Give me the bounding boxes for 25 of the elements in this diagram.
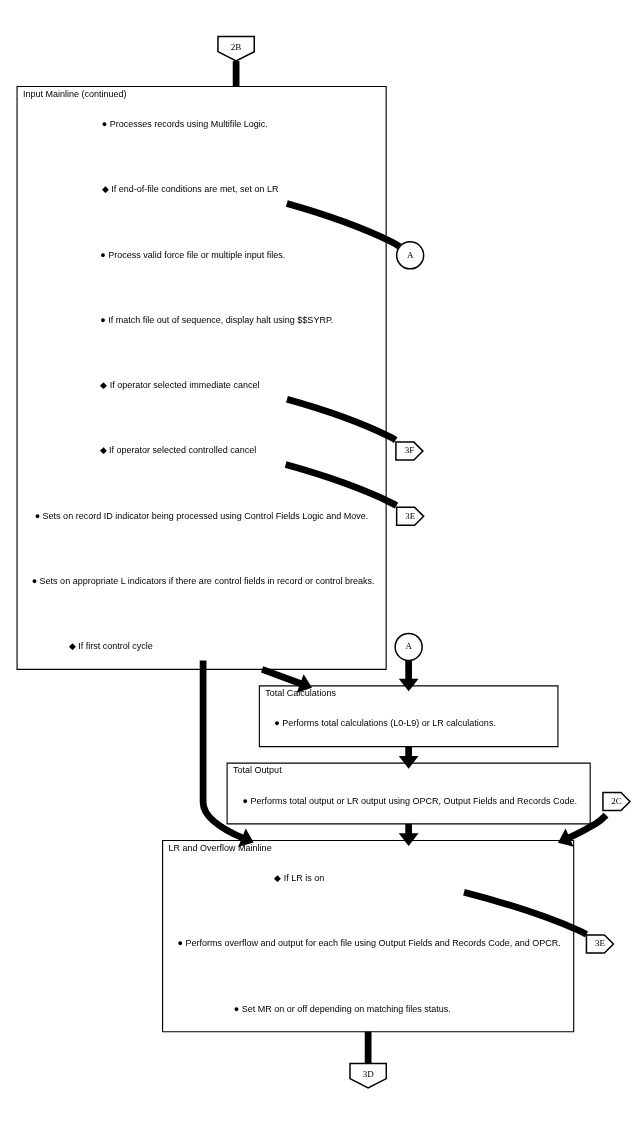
connector [463, 888, 589, 938]
node-text: ● Sets on appropriate L indicators if there are control fields in record or control breaks. [31, 575, 375, 586]
arrow [199, 660, 254, 847]
node-circle: A [395, 241, 425, 270]
node-text: ● Process valid force file or multiple input files. [100, 249, 286, 260]
node-text: ● Performs overflow and output for each file using Output Fields and Records Code, and OPCR. [177, 938, 561, 949]
node-text: ◆ If operator selected controlled cancel [99, 445, 257, 456]
node-text: ● Performs total calculations (L0-L9) or LR calculations. [274, 718, 496, 729]
connector [286, 396, 398, 443]
node-circle: A [394, 632, 423, 662]
arrow [398, 660, 419, 692]
node-text: ◆ If first control cycle [68, 641, 153, 652]
connector [284, 461, 399, 509]
connector [364, 1031, 372, 1064]
node-text: ● Performs total output or LR output using OPCR, Output Fields and Records Code. [242, 795, 578, 806]
node-text: ● Processes records using Multifile Logic. [101, 119, 268, 130]
connector [285, 200, 402, 250]
node-text: ● Sets on record ID indicator being processed using Control Fields Logic and Move. [34, 510, 369, 521]
arrow [558, 812, 609, 847]
node-text: ● Set MR on or off depending on matching files status. [233, 1003, 451, 1014]
arrow [260, 666, 312, 693]
node-text: ◆ If end-of-file conditions are met, set on LR [101, 184, 279, 195]
node-text: ◆ If operator selected immediate cancel [100, 380, 260, 391]
node-text: ◆ If LR is on [274, 873, 325, 884]
node-text: ● If match file out of sequence, display halt using $$SYRP. [100, 314, 334, 325]
